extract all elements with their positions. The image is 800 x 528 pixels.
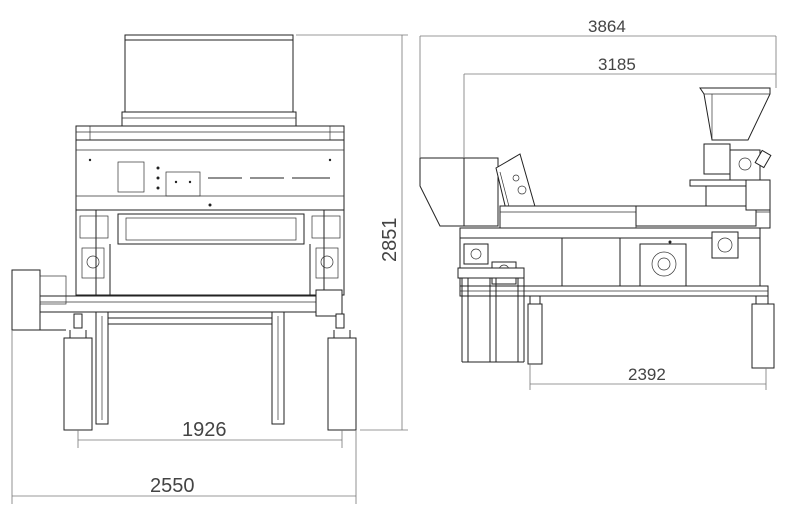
front-dimensions: 1926 2550 2851 — [11, 34, 408, 504]
front-containers — [63, 330, 357, 431]
side-legs — [461, 278, 775, 369]
front-lower-section — [75, 209, 345, 296]
front-legs — [73, 311, 345, 425]
side-hopper — [689, 87, 772, 206]
dim-front-width-inner: 1926 — [182, 419, 227, 441]
dim-front-width-total: 2550 — [150, 475, 195, 497]
front-conveyor-frame — [11, 269, 343, 331]
front-view — [11, 34, 357, 431]
dim-height: 2851 — [379, 218, 401, 263]
front-top-cover — [75, 125, 345, 141]
dim-side-support-span: 2392 — [628, 365, 666, 384]
dim-side-length-top: 3185 — [598, 55, 636, 74]
front-main-body — [75, 139, 345, 211]
side-base-rail — [457, 267, 769, 297]
dim-side-length-total: 3864 — [588, 17, 626, 36]
front-hopper — [121, 34, 297, 127]
side-dimensions: 3864 3185 2392 — [419, 17, 777, 390]
side-view — [419, 87, 775, 369]
